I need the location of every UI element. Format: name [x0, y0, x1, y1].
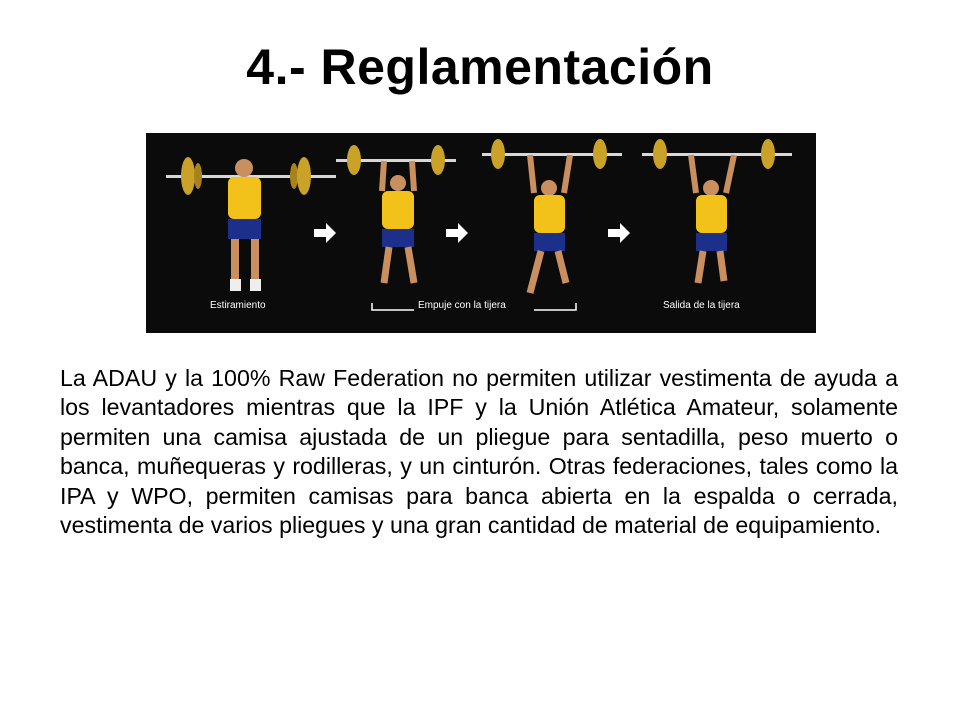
lifter-leg: [694, 250, 707, 284]
slide-title: 4.- Reglamentación: [246, 39, 714, 95]
barbell-bar: [336, 159, 456, 162]
barbell-plate: [297, 157, 311, 195]
barbell-bar: [642, 153, 792, 156]
lifter-split-jerk-push: [336, 145, 456, 284]
lifter-leg: [554, 250, 570, 284]
lifter-shorts: [696, 233, 727, 251]
lifter-arm: [527, 154, 537, 194]
lifter-shirt: [696, 195, 727, 233]
barbell-plate: [761, 139, 775, 169]
barbell-plate: [653, 139, 667, 169]
barbell-plate: [347, 145, 361, 175]
lifter-arm: [409, 160, 417, 192]
barbell-plate: [431, 145, 445, 175]
lifter-split-jerk-lockout: [482, 139, 622, 294]
lifter-arm: [688, 154, 699, 194]
lifter-arm: [379, 160, 387, 192]
caption-bracket: [371, 303, 577, 311]
weightlifting-sequence-figure: Estiramiento Empuje con la tijera Salida…: [146, 133, 816, 333]
barbell-plate: [194, 163, 202, 189]
weightlifting-illustration: [166, 139, 792, 311]
lifter-shirt: [228, 177, 261, 219]
arrow-right-icon: [446, 223, 468, 243]
lifter-head: [390, 175, 406, 191]
lifter-head: [235, 159, 253, 177]
lifter-arm: [561, 154, 573, 194]
lifter-pull-stage: [166, 157, 336, 291]
lifter-leg: [526, 250, 545, 294]
lifter-shoe: [230, 279, 241, 291]
lifter-head: [703, 180, 719, 196]
lifter-leg: [380, 246, 393, 284]
lifter-arm: [723, 154, 737, 194]
lifter-leg: [231, 239, 239, 279]
lifter-shorts: [382, 229, 414, 247]
lifter-head: [541, 180, 557, 196]
body-paragraph: La ADAU y la 100% Raw Federation no perm…: [60, 365, 898, 539]
lifter-shoe: [250, 279, 261, 291]
lifter-leg: [716, 250, 728, 282]
lifter-shorts: [534, 233, 565, 251]
barbell-plate: [491, 139, 505, 169]
arrow-right-icon: [608, 223, 630, 243]
barbell-bar: [166, 175, 336, 178]
lifter-recovery-stage: [642, 139, 792, 284]
lifter-leg: [251, 239, 259, 279]
barbell-plate: [181, 157, 195, 195]
barbell-bar: [482, 153, 622, 156]
lifter-shirt: [382, 191, 414, 229]
lifter-shirt: [534, 195, 565, 233]
barbell-plate: [593, 139, 607, 169]
arrow-right-icon: [314, 223, 336, 243]
caption-empuje-tijera: Empuje con la tijera: [418, 300, 506, 311]
caption-salida-tijera: Salida de la tijera: [663, 300, 740, 311]
caption-estiramiento: Estiramiento: [210, 300, 266, 311]
lifter-shorts: [228, 219, 261, 239]
lifter-leg: [404, 246, 418, 284]
barbell-plate: [290, 163, 298, 189]
